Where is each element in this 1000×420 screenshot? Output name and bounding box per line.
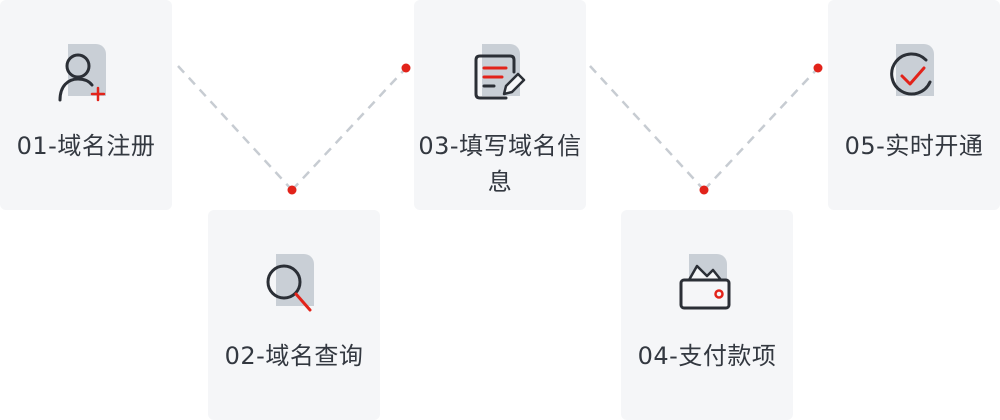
connector-dot [401,63,411,73]
connector-line [291,67,407,191]
connector-line [703,67,819,191]
connector-dot [287,185,297,195]
connector-line [589,65,705,191]
step-card-fill-info[interactable]: 03-填写域名信息 [414,0,586,210]
wallet-icon [673,252,737,316]
connector-dot [699,185,709,195]
check-circle-icon [880,42,944,106]
connector-line [177,65,293,191]
step-label: 04-支付款项 [637,342,777,370]
step-card-activation[interactable]: 05-实时开通 [828,0,1000,210]
step-card-payment[interactable]: 04-支付款项 [621,210,793,420]
edit-document-icon [466,42,530,106]
step-label: 02-域名查询 [224,342,364,370]
step-card-domain-search[interactable]: 02-域名查询 [208,210,380,420]
search-icon [260,252,324,316]
connector-dot [813,63,823,73]
step-card-domain-register[interactable]: 01-域名注册 [0,0,172,210]
step-label: 03-填写域名信息 [418,132,582,196]
user-add-icon [52,42,116,106]
step-label: 01-域名注册 [16,132,156,160]
step-label: 05-实时开通 [844,132,984,160]
